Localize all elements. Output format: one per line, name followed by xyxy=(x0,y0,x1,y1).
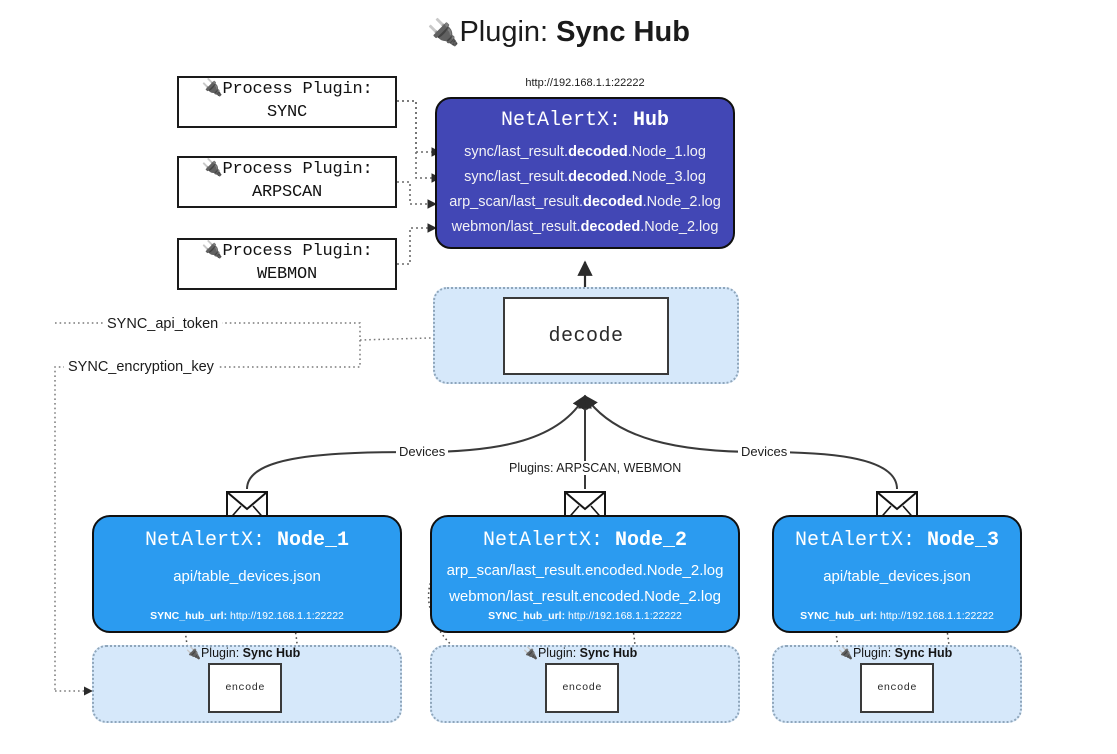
page-title: 🔌Plugin: Sync Hub xyxy=(0,16,1117,49)
edge-label-devices-left: Devices xyxy=(396,444,449,459)
edge-label-devices-right: Devices xyxy=(738,444,791,459)
node-title: NetAlertX: Node_2 xyxy=(482,529,688,552)
hub-url-label: http://192.168.1.1:22222 xyxy=(525,77,645,89)
electric-plug-icon: 🔌 xyxy=(186,646,201,660)
process-plugin-name: SYNC xyxy=(266,103,307,122)
process-plugin-label: Process Plugin: xyxy=(222,160,373,180)
edge-node3-to-decode xyxy=(584,394,898,490)
node1-encode-box[interactable]: encode xyxy=(208,663,282,713)
node-title: NetAlertX: Node_3 xyxy=(794,529,1000,552)
process-plugin-box-arpscan[interactable]: 🔌Process Plugin: ARPSCAN xyxy=(177,156,397,208)
node1-plugin-caption: 🔌Plugin: Sync Hub xyxy=(186,646,301,660)
node-box-node-3[interactable]: NetAlertX: Node_3 api/table_devices.json… xyxy=(772,515,1022,633)
hub-title-name: Hub xyxy=(633,109,670,132)
decode-box[interactable]: decode xyxy=(503,297,669,375)
node-data-line: api/table_devices.json xyxy=(823,568,971,585)
process-plugin-label: Process Plugin: xyxy=(222,80,373,100)
node-title: NetAlertX: Node_1 xyxy=(144,529,350,552)
electric-plug-icon: 🔌 xyxy=(523,646,538,660)
node-hub-url: SYNC_hub_url: http://192.168.1.1:22222 xyxy=(150,610,344,622)
edge-label-plugins-center: Plugins: ARPSCAN, WEBMON xyxy=(506,461,685,475)
electric-plug-icon: 🔌 xyxy=(427,17,460,47)
process-plugin-label: Process Plugin: xyxy=(222,242,373,262)
node-data-line: api/table_devices.json xyxy=(173,568,321,585)
sync-api-token-label: SYNC_api_token xyxy=(103,316,223,332)
node-data-line: webmon/last_result.encoded.Node_2.log xyxy=(449,587,721,605)
hub-log-line: webmon/last_result.decoded.Node_2.log xyxy=(451,218,719,235)
page-title-prefix: Plugin: xyxy=(459,16,549,48)
process-plugin-box-sync[interactable]: 🔌Process Plugin: SYNC xyxy=(177,76,397,128)
edge-sync-plugin-to-hub-2 xyxy=(397,100,441,183)
edge-sync-plugin-to-hub xyxy=(397,100,441,157)
node-hub-url: SYNC_hub_url: http://192.168.1.1:22222 xyxy=(800,610,994,622)
electric-plug-icon: 🔌 xyxy=(838,646,853,660)
edge-arpscan-plugin-to-hub xyxy=(397,181,437,209)
node-box-node-1[interactable]: NetAlertX: Node_1 api/table_devices.json… xyxy=(92,515,402,633)
node3-encode-box[interactable]: encode xyxy=(860,663,934,713)
hub-log-line: sync/last_result.decoded.Node_3.log xyxy=(464,168,706,185)
sync-encryption-key-label: SYNC_encryption_key xyxy=(64,359,218,375)
node-data-line: arp_scan/last_result.encoded.Node_2.log xyxy=(446,562,724,579)
hub-title-prefix: NetAlertX: xyxy=(500,109,621,132)
process-plugin-name: ARPSCAN xyxy=(251,183,322,202)
edge-webmon-plugin-to-hub xyxy=(397,223,437,265)
node-box-node-2[interactable]: NetAlertX: Node_2 arp_scan/last_result.e… xyxy=(430,515,740,633)
hub-title: NetAlertX: Hub xyxy=(437,109,733,132)
electric-plug-icon: 🔌 xyxy=(201,242,223,262)
process-plugin-name: WEBMON xyxy=(256,265,317,284)
hub-log-line: arp_scan/last_result.decoded.Node_2.log xyxy=(449,193,721,210)
node2-encode-box[interactable]: encode xyxy=(545,663,619,713)
node3-plugin-caption: 🔌Plugin: Sync Hub xyxy=(838,646,953,660)
hub-log-line: sync/last_result.decoded.Node_1.log xyxy=(464,144,706,160)
edge-secrets-frame xyxy=(54,322,361,691)
node-hub-url: SYNC_hub_url: http://192.168.1.1:22222 xyxy=(488,610,682,622)
process-plugin-box-webmon[interactable]: 🔌Process Plugin: WEBMON xyxy=(177,238,397,290)
page-title-name: Sync Hub xyxy=(556,16,690,48)
electric-plug-icon: 🔌 xyxy=(201,160,223,180)
electric-plug-icon: 🔌 xyxy=(201,80,223,100)
edge-node1-to-decode xyxy=(246,394,586,490)
node2-plugin-caption: 🔌Plugin: Sync Hub xyxy=(523,646,638,660)
hub-box[interactable]: NetAlertX: Hub sync/last_result.decoded.… xyxy=(435,97,735,249)
